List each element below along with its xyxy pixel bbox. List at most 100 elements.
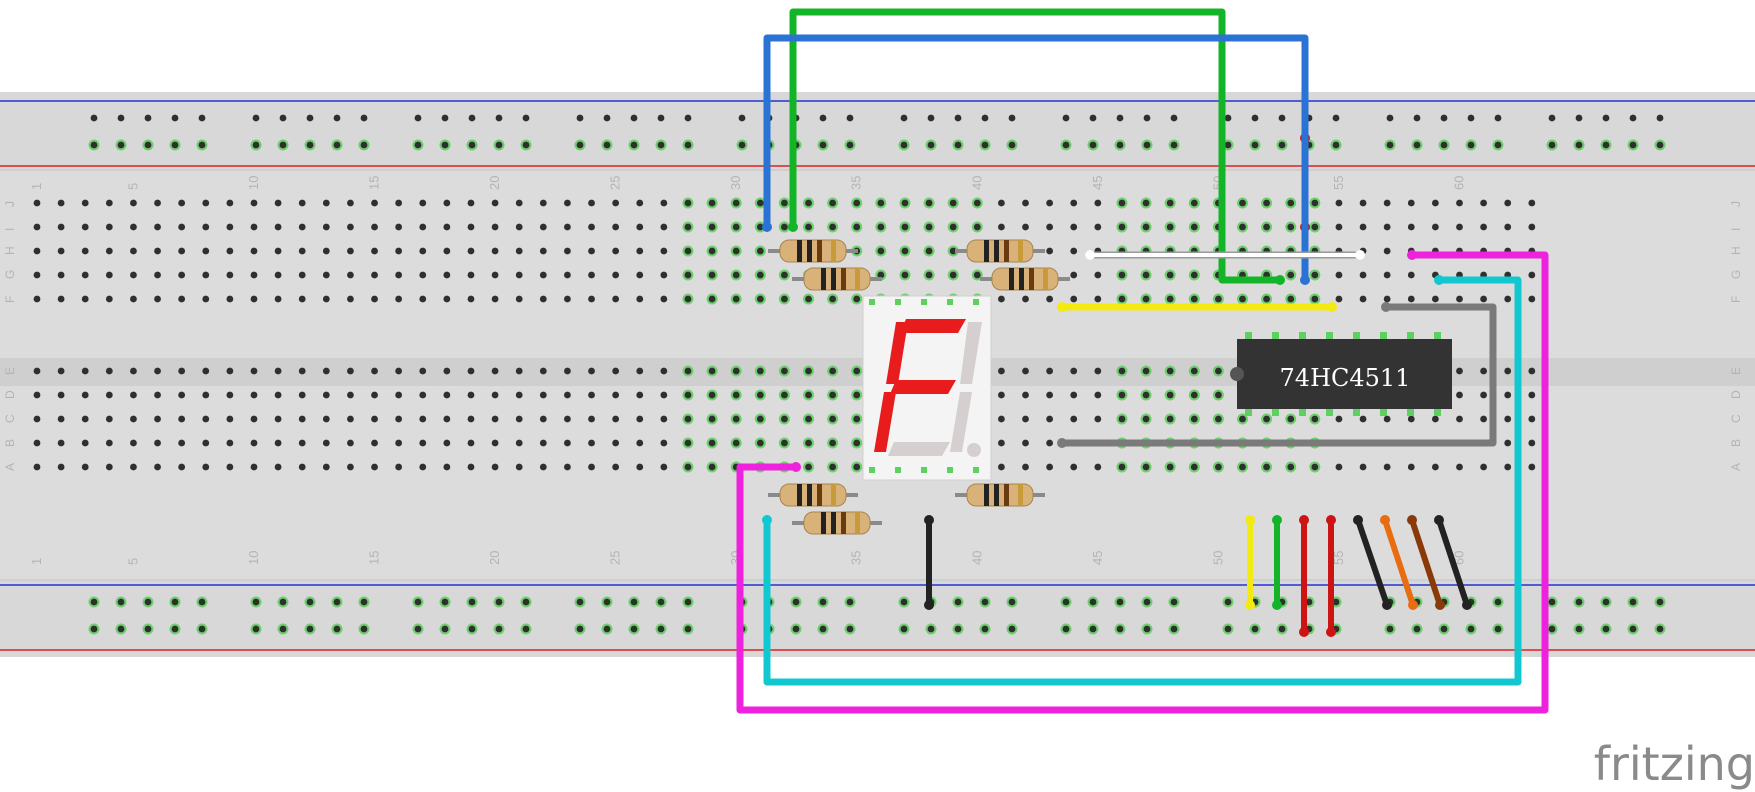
hole xyxy=(684,247,692,255)
hole xyxy=(949,199,957,207)
hole xyxy=(1656,114,1664,122)
resistor xyxy=(768,483,858,507)
hole xyxy=(130,199,137,207)
red-jumper-wire-3-end xyxy=(1326,515,1336,525)
hole xyxy=(333,114,341,122)
hole xyxy=(130,271,137,279)
resistor-band xyxy=(984,240,989,262)
hole xyxy=(1094,271,1102,279)
hole xyxy=(274,199,282,207)
grey-wire-end xyxy=(1057,438,1067,448)
column-number-label: 40 xyxy=(969,176,984,190)
hole xyxy=(564,223,571,231)
segment-dp xyxy=(967,443,981,457)
hole xyxy=(154,223,161,231)
hole xyxy=(33,463,41,471)
hole xyxy=(33,391,41,399)
hole xyxy=(1118,223,1126,231)
hole xyxy=(202,439,210,447)
hole xyxy=(853,367,861,375)
hole xyxy=(81,391,89,399)
column-number-label: 20 xyxy=(487,176,502,190)
hole xyxy=(81,463,89,471)
hole xyxy=(495,625,503,633)
hole xyxy=(81,199,89,207)
hole xyxy=(515,199,523,207)
hole xyxy=(226,367,234,375)
hole xyxy=(1116,141,1124,149)
hole xyxy=(1190,199,1198,207)
resistor-body xyxy=(966,483,1034,507)
hole xyxy=(1456,367,1463,375)
hole xyxy=(1413,114,1421,122)
resistor-band xyxy=(797,240,802,262)
column-number-label: 1 xyxy=(29,558,44,565)
chip-pin xyxy=(1407,409,1414,416)
hole xyxy=(90,141,98,149)
hole xyxy=(684,463,692,471)
row-letter-label: B xyxy=(1729,439,1743,447)
row-letter-label: D xyxy=(3,390,17,399)
hole xyxy=(684,367,692,375)
hole xyxy=(1335,199,1343,207)
hole xyxy=(395,295,403,303)
hole xyxy=(1239,295,1246,303)
hole xyxy=(636,199,644,207)
hole xyxy=(1224,141,1232,149)
resistor-body xyxy=(991,267,1059,291)
hole xyxy=(781,295,788,303)
hole xyxy=(395,199,403,207)
hole xyxy=(1070,223,1078,231)
hole xyxy=(588,295,595,303)
hole xyxy=(333,598,341,606)
hole xyxy=(441,114,449,122)
hole xyxy=(900,625,908,633)
hole xyxy=(441,598,449,606)
hole xyxy=(927,625,935,633)
hole xyxy=(419,367,427,375)
hole xyxy=(178,439,186,447)
hole xyxy=(564,199,571,207)
column-number-label: 60 xyxy=(1451,176,1466,190)
hole xyxy=(1116,598,1124,606)
hole xyxy=(660,247,668,255)
hole xyxy=(925,271,933,279)
row-letter-label: G xyxy=(3,270,17,279)
hole xyxy=(756,367,764,375)
resistor-band xyxy=(821,512,826,534)
hole xyxy=(1548,598,1556,606)
hole xyxy=(1263,199,1271,207)
hole xyxy=(1456,415,1463,423)
hole xyxy=(588,271,595,279)
hole xyxy=(1440,625,1448,633)
hole xyxy=(522,598,530,606)
hole xyxy=(250,367,258,375)
hole xyxy=(1116,625,1124,633)
hole xyxy=(279,114,287,122)
hole xyxy=(274,223,282,231)
hole xyxy=(279,625,287,633)
hole xyxy=(684,199,692,207)
hole xyxy=(539,367,547,375)
column-number-label: 35 xyxy=(849,551,864,565)
column-number-label: 55 xyxy=(1331,176,1346,190)
hole xyxy=(1575,598,1583,606)
hole xyxy=(419,247,427,255)
hole xyxy=(117,114,125,122)
hole xyxy=(250,199,258,207)
row-letter-label: G xyxy=(1729,270,1743,279)
hole xyxy=(171,141,179,149)
hole xyxy=(684,223,692,231)
hole xyxy=(660,391,668,399)
hole xyxy=(657,625,665,633)
hole xyxy=(443,247,451,255)
resistor-band xyxy=(994,240,999,262)
hole xyxy=(515,439,523,447)
hole xyxy=(1143,625,1151,633)
hole xyxy=(1467,114,1475,122)
hole xyxy=(1008,598,1016,606)
segment-c xyxy=(950,392,972,452)
chip-pin xyxy=(1380,332,1387,339)
hole xyxy=(612,439,620,447)
